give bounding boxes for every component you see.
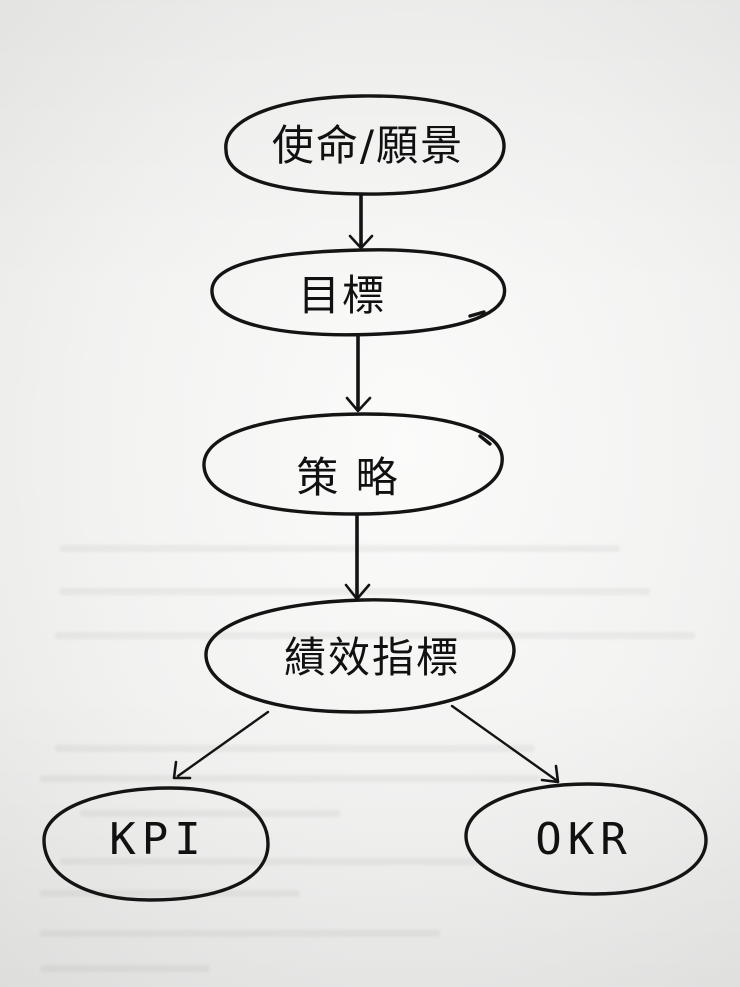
node-performance-outline	[204, 598, 516, 714]
edge-performance-kpi	[176, 710, 270, 778]
node-okr-label: OKR	[535, 814, 633, 865]
node-kpi-outline	[42, 786, 270, 902]
arrowhead-performance	[344, 583, 371, 601]
arrowhead-objective	[348, 234, 374, 250]
arrowhead-strategy	[345, 396, 372, 413]
node-mission-outline	[224, 94, 506, 196]
arrowhead-kpi	[172, 760, 192, 780]
node-mission-label: 使命/願景	[271, 121, 465, 170]
node-okr-outline	[464, 782, 708, 896]
node-performance-label: 績效指標	[283, 633, 461, 682]
node-kpi-label: KPI	[109, 814, 207, 865]
edge-performance-okr	[450, 704, 558, 782]
node-objective-label: 目標	[297, 271, 387, 320]
arrowhead-okr	[540, 764, 560, 784]
node-strategy-label: 策 略	[296, 453, 400, 502]
node-objective-outline	[210, 248, 507, 337]
node-strategy-outline	[202, 412, 504, 516]
